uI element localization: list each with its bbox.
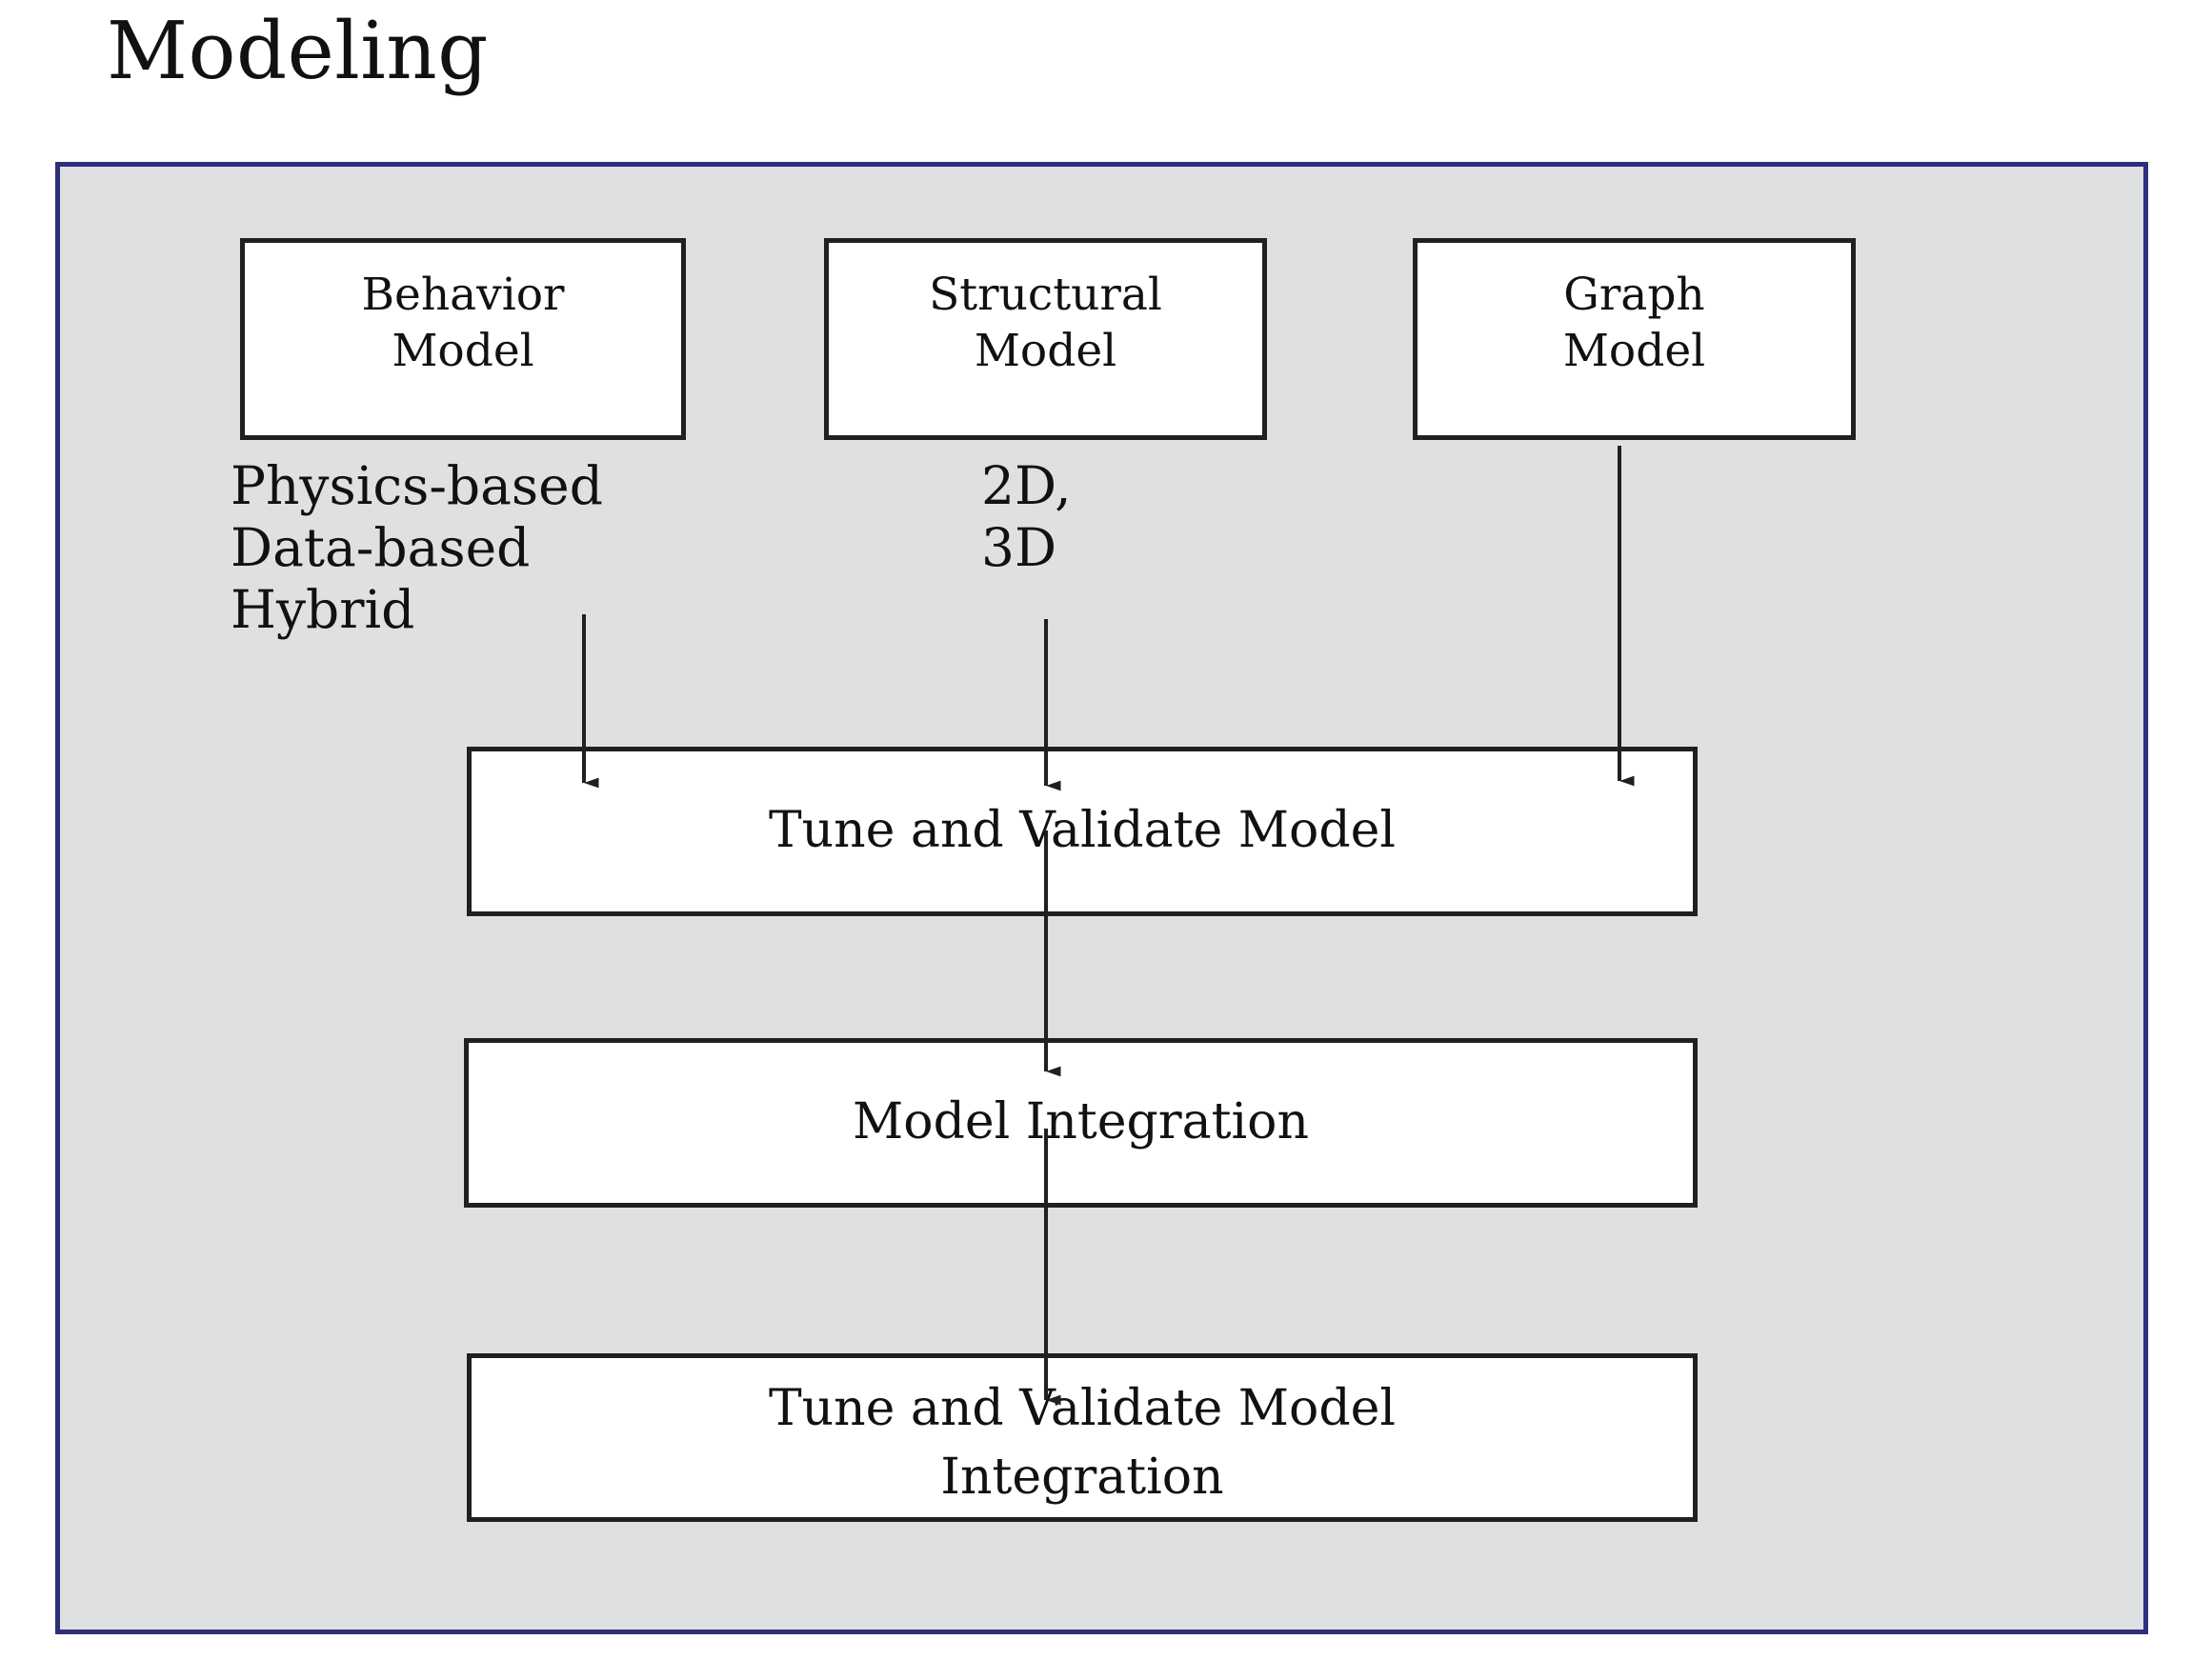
annotation-3d: 3D — [981, 516, 1057, 578]
node-model-integration[interactable]: Model Integration — [464, 1038, 1698, 1208]
node-tune-and-validate-model-label: Tune and Validate Model — [768, 802, 1397, 860]
node-tune-and-validate-model[interactable]: Tune and Validate Model — [467, 747, 1698, 916]
node-tune-and-validate-model-integration[interactable]: Tune and Validate Model Integration — [467, 1353, 1698, 1522]
node-model-integration-label: Model Integration — [853, 1093, 1309, 1151]
node-graph-model[interactable]: Graph Model — [1413, 238, 1856, 440]
page-title: Modeling — [107, 5, 489, 97]
annotation-structural-model-dimensions: 2D, 3D — [981, 455, 1072, 579]
annotation-physics-based: Physics-based — [231, 455, 603, 516]
annotation-behavior-model-types: Physics-based Data-based Hybrid — [231, 455, 603, 641]
node-tune-and-validate-model-integration-line2: Integration — [940, 1448, 1224, 1506]
annotation-data-based: Data-based — [231, 516, 531, 578]
node-behavior-model-line1: Behavior — [361, 269, 565, 321]
node-graph-model-line2: Model — [1562, 325, 1706, 378]
node-tune-and-validate-model-integration-line1: Tune and Validate Model — [768, 1380, 1397, 1437]
node-behavior-model-line2: Model — [392, 325, 534, 378]
annotation-hybrid: Hybrid — [231, 578, 415, 640]
node-graph-model-line1: Graph — [1563, 269, 1705, 321]
annotation-2d: 2D, — [981, 455, 1072, 516]
node-structural-model-line2: Model — [974, 325, 1117, 378]
node-behavior-model[interactable]: Behavior Model — [240, 238, 686, 440]
node-structural-model-line1: Structural — [929, 269, 1162, 321]
node-structural-model[interactable]: Structural Model — [824, 238, 1267, 440]
